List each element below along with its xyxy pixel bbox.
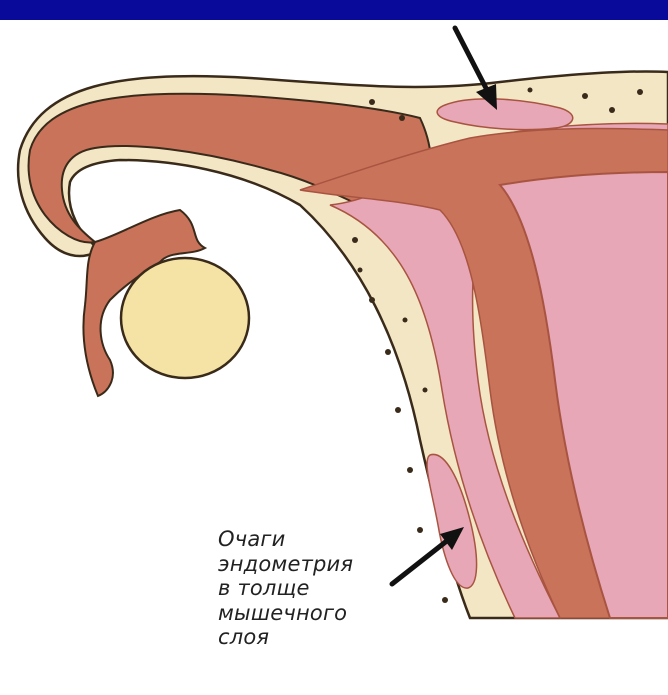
caption: Очаги эндометрия в толще мышечного слоя bbox=[218, 527, 408, 650]
caption-line-2: эндометрия bbox=[218, 552, 408, 577]
caption-line-1: Очаги bbox=[218, 527, 408, 552]
caption-line-3: в толще bbox=[218, 576, 408, 601]
caption-line-5: слоя bbox=[218, 625, 408, 650]
ovary bbox=[121, 258, 249, 378]
caption-line-4: мышечного bbox=[218, 601, 408, 626]
